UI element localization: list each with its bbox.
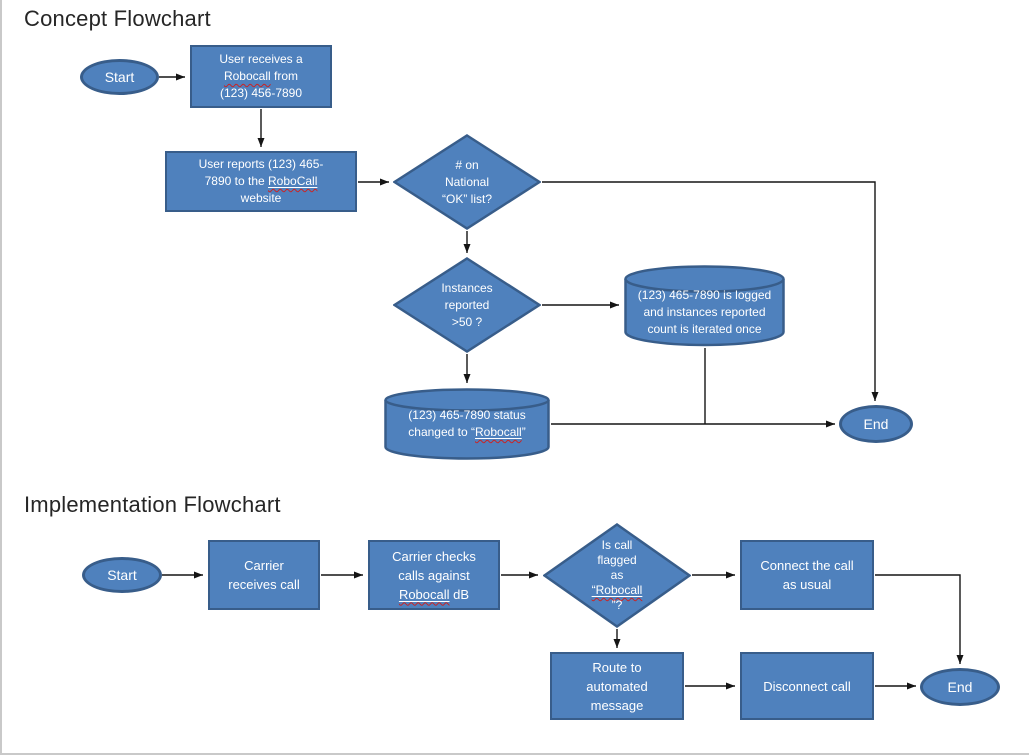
user-reports-text: User reports (123) 465-7890 to the RoboC…: [198, 157, 324, 205]
implementation-flowchart-title: Implementation Flowchart: [24, 492, 281, 517]
cylinder-shape: [384, 388, 550, 460]
concept-start-label: Start: [104, 69, 135, 85]
concept-start-node: Start: [80, 59, 159, 95]
concept-flowchart-title: Concept Flowchart: [24, 6, 211, 31]
implementation-start-label: Start: [107, 567, 137, 583]
disconnect-call-text: Disconnect call: [763, 678, 851, 694]
implementation-end-node: End: [920, 668, 1000, 706]
arrow-oklist-to-end: [542, 181, 879, 401]
concept-end-label: End: [863, 416, 889, 432]
cylinder-shape: [624, 265, 785, 347]
implementation-start-node: Start: [82, 557, 162, 593]
user-reports-box: User reports (123) 465-7890 to the RoboC…: [165, 151, 357, 212]
concept-end-node: End: [839, 405, 913, 443]
disconnect-call-box: Disconnect call: [740, 652, 874, 720]
arrow-connect-to-end2: [875, 574, 964, 664]
diamond-shape: [543, 523, 691, 628]
diamond-shape: [393, 257, 541, 353]
diamond-shape: [393, 134, 541, 230]
implementation-end-label: End: [947, 679, 973, 695]
